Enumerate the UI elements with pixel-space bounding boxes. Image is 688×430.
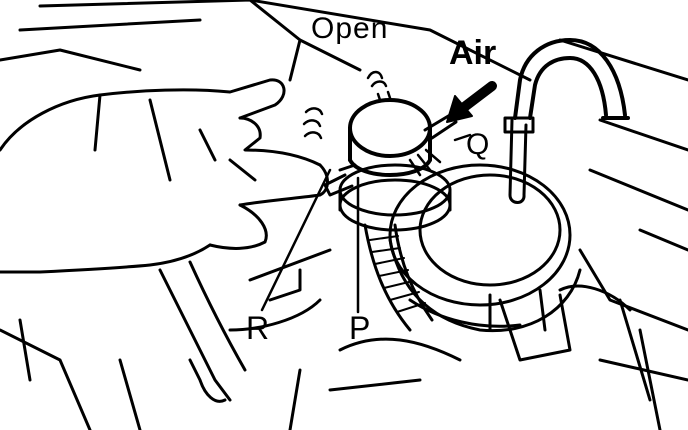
label-air: Air [449, 34, 497, 72]
hatched-hose [363, 223, 434, 332]
lower-right-parts [288, 284, 652, 430]
label-p: P [349, 310, 371, 346]
air-flow-marks [302, 70, 442, 177]
lower-hoses [158, 248, 332, 403]
vacuum-valve [323, 98, 458, 232]
label-q: Q [466, 128, 490, 161]
hand [0, 78, 329, 274]
right-pipe [503, 38, 630, 204]
label-open: Open [311, 12, 389, 45]
label-r: R [246, 310, 270, 346]
air-arrow [446, 81, 497, 123]
leader-lines [260, 133, 472, 314]
